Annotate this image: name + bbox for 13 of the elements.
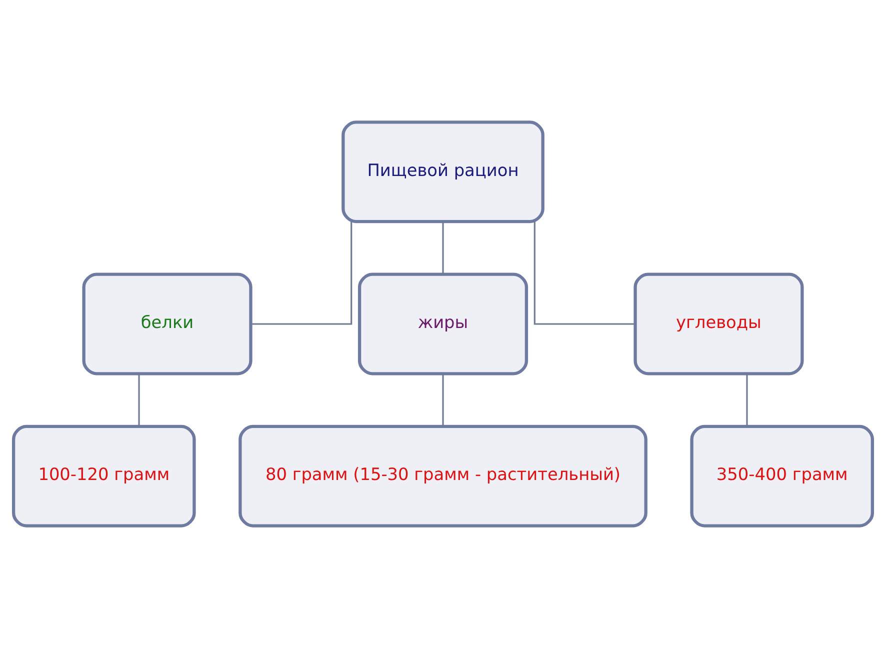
connector (250, 221, 352, 324)
connector (442, 373, 444, 426)
connector (746, 373, 748, 426)
connector (533, 221, 635, 324)
node-box: жиры (357, 272, 528, 375)
node-box: Пищевой рацион (341, 120, 544, 223)
node-box: белки (82, 272, 252, 375)
node-box: 100-120 грамм (11, 424, 196, 527)
node-box: 350-400 грамм (690, 424, 874, 527)
connector (442, 221, 444, 274)
node-box: 80 грамм (15-30 грамм - растительный) (238, 424, 647, 527)
connector (138, 373, 140, 426)
node-box: углеводы (633, 272, 804, 375)
